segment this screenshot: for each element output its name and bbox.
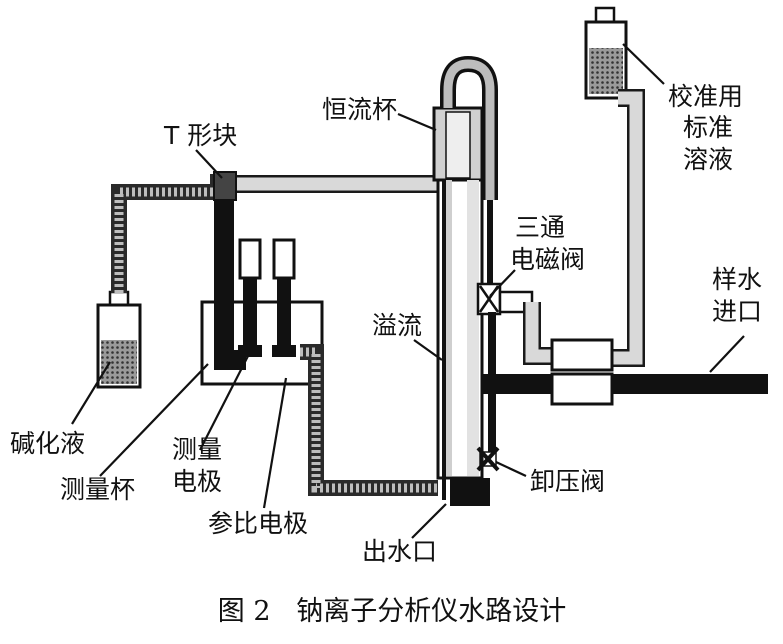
reference-electrode [272, 238, 296, 357]
sample-inlet-label-2: 进口 [712, 297, 762, 326]
calibration-label-3: 溶液 [683, 145, 733, 174]
leader-lines [71, 43, 745, 539]
pressure-relief-valve-label: 卸压阀 [530, 467, 605, 496]
figure-caption: 图 2 钠离子分析仪水路设计 [218, 596, 567, 627]
sample-inlet-label-1: 样水 [712, 265, 762, 294]
constant-flow-cup-label: 恒流杯 [322, 95, 397, 124]
measuring-cup-label: 测量杯 [60, 475, 135, 504]
measuring-electrode-label-2: 电极 [172, 467, 222, 496]
pressure-relief-valve [476, 446, 500, 472]
alkalizing-liquid-label: 碱化液 [10, 429, 85, 458]
calibration-label-2: 标准 [683, 113, 733, 142]
calibration-label-1: 校准用 [668, 82, 743, 111]
t-block-drop-pipe [214, 184, 246, 370]
t-block-label: T 形块 [163, 121, 237, 150]
sample-inlet-manifold [550, 338, 614, 406]
three-way-label-2: 电磁阀 [510, 245, 585, 274]
alkalizing-liquid-bottle [96, 290, 142, 389]
t-block [213, 171, 237, 201]
cup-drain-pipe [300, 344, 438, 496]
water-outlet-label: 出水口 [362, 537, 437, 566]
reference-electrode-label: 参比电极 [208, 509, 308, 538]
measuring-electrode [238, 238, 262, 357]
calibration-solution-bottle [584, 6, 628, 100]
measuring-electrode-label-1: 测量 [172, 435, 222, 464]
three-way-label-1: 三通 [515, 213, 565, 242]
overflow-label: 溢流 [372, 311, 422, 340]
